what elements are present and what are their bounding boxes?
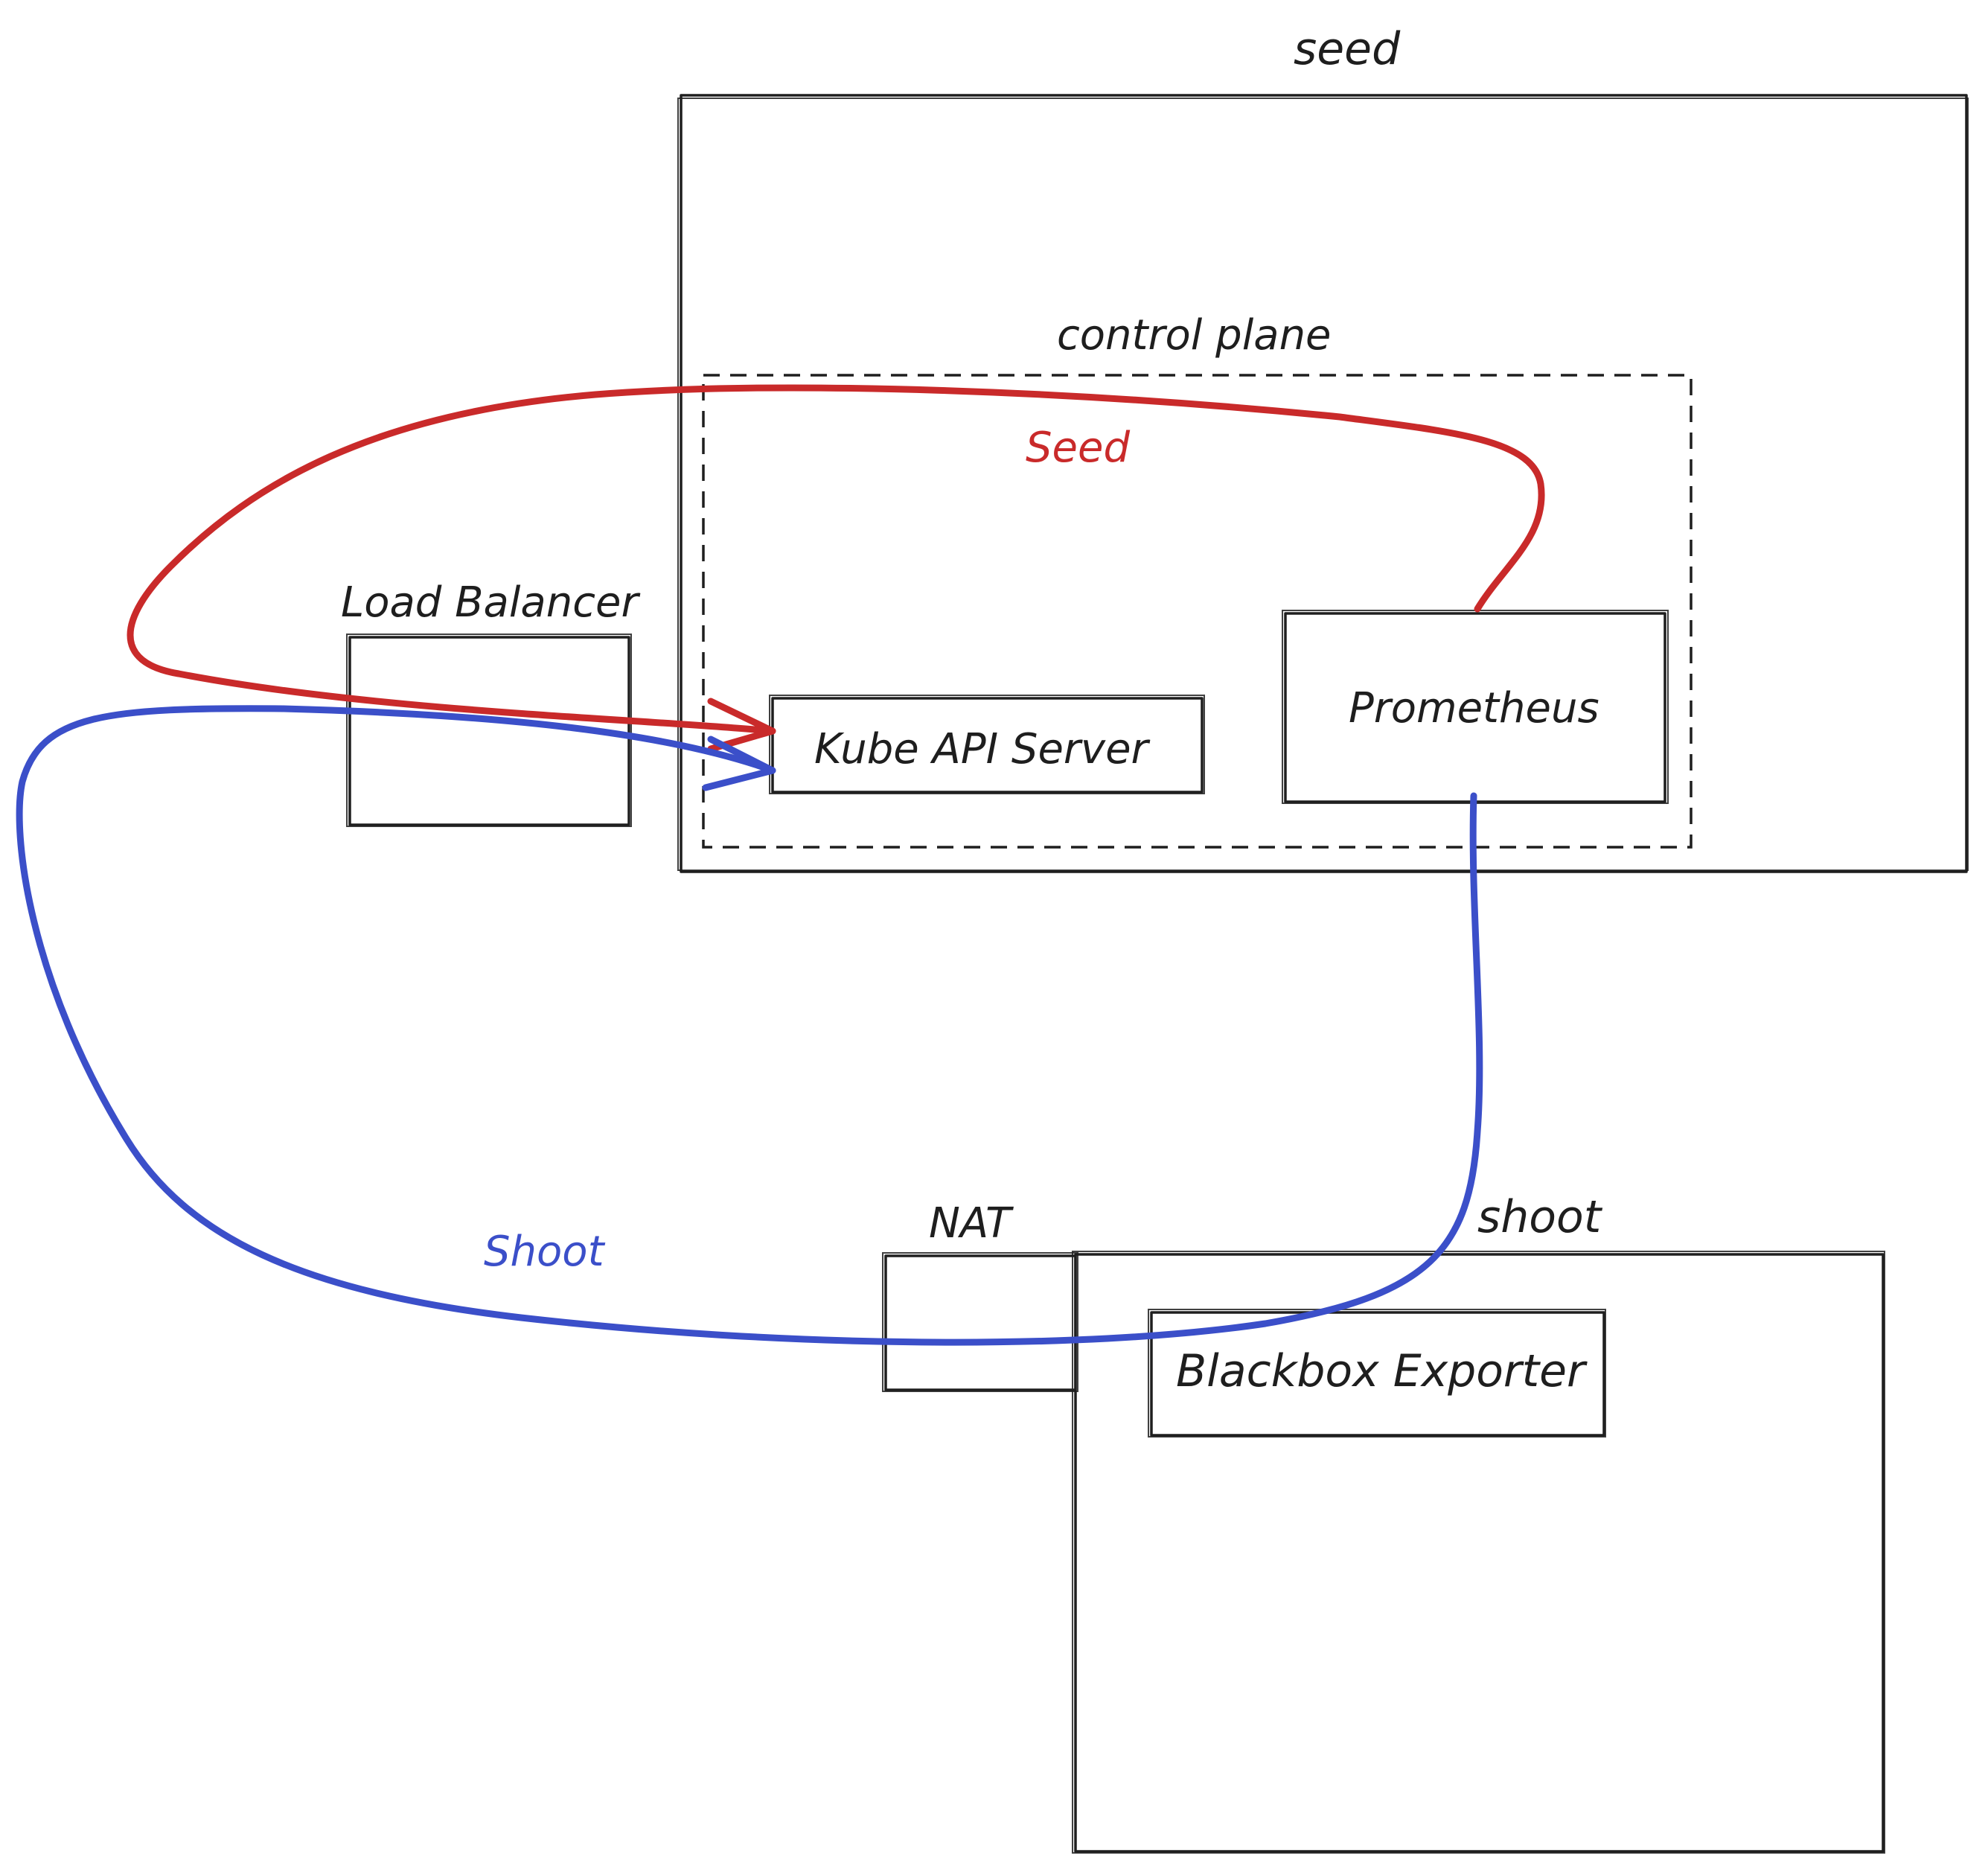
prometheus-box: Prometheus xyxy=(1282,610,1669,804)
blackbox-exporter-label: Blackbox Exporter xyxy=(1176,1345,1588,1397)
shoot-path-label: Shoot xyxy=(484,1228,606,1276)
seed-path: Seed xyxy=(127,384,1545,753)
nat-label: NAT xyxy=(929,1199,1014,1248)
seed-zone-label: seed xyxy=(1294,23,1401,75)
shoot-zone-label: shoot xyxy=(1477,1191,1603,1243)
control-plane-label: control plane xyxy=(1057,311,1332,360)
seed-path-label: Seed xyxy=(1026,424,1130,472)
kube-api-server-label: Kube API Server xyxy=(814,725,1151,773)
blackbox-exporter-box: Blackbox Exporter xyxy=(1148,1309,1606,1438)
nat-box: NAT xyxy=(882,1199,1078,1392)
seed-zone: seed xyxy=(677,23,1969,873)
shoot-path: Shoot xyxy=(16,705,1483,1346)
load-balancer-box: Load Balancer xyxy=(341,578,640,827)
kube-api-server-box: Kube API Server xyxy=(769,695,1205,794)
load-balancer-label: Load Balancer xyxy=(341,578,640,627)
seed-arrowhead xyxy=(707,698,776,753)
prometheus-label: Prometheus xyxy=(1349,684,1599,733)
shoot-zone: shoot xyxy=(1072,1191,1885,1854)
shoot-arrowhead xyxy=(702,736,776,791)
control-plane-zone: control plane xyxy=(702,311,1693,849)
